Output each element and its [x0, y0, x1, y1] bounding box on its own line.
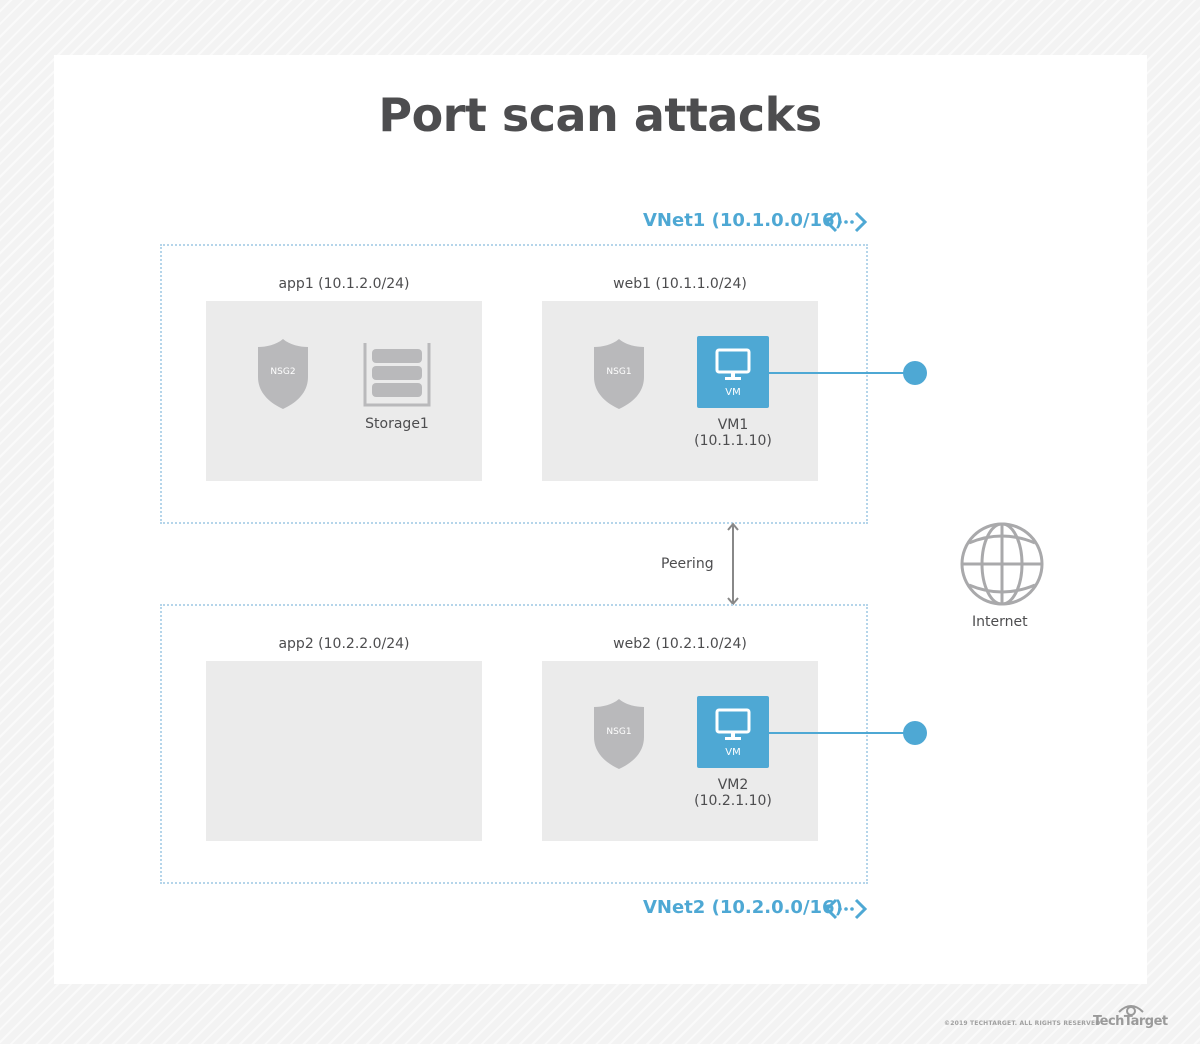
vm2-connection-line — [769, 732, 909, 734]
peering-label: Peering — [661, 556, 714, 572]
storage-icon — [363, 343, 431, 407]
vm2-ip: (10.2.1.10) — [694, 793, 772, 809]
storage-label: Storage1 — [365, 416, 429, 432]
nsg-label: NSG2 — [270, 367, 296, 377]
vnet2-label: VNet2 (10.2.0.0/16) — [643, 897, 843, 918]
techtarget-eye-icon — [1118, 1005, 1144, 1016]
nsg-shield-icon — [258, 339, 308, 409]
vm1-public-endpoint[interactable] — [903, 361, 927, 385]
subnet-app1-label: app1 (10.1.2.0/24) — [278, 276, 410, 292]
vnet2-boundary — [160, 604, 868, 884]
vnet-arrows-icon — [824, 211, 868, 233]
vnet1-label: VNet1 (10.1.0.0/16) — [643, 210, 843, 231]
nsg-label: NSG1 — [606, 367, 632, 377]
vm2-node[interactable]: VM — [697, 696, 769, 768]
vm1-label: VM1 (10.1.1.10) — [673, 417, 793, 449]
subnet-web2-label: web2 (10.2.1.0/24) — [613, 636, 747, 652]
subnet-web1-label: web1 (10.1.1.0/24) — [613, 276, 747, 292]
techtarget-logo: TechTarget — [1093, 1014, 1168, 1029]
globe-icon — [960, 522, 1044, 606]
vm2-label: VM2 (10.2.1.10) — [673, 777, 793, 809]
vm2-public-endpoint[interactable] — [903, 721, 927, 745]
diagram-title: Port scan attacks — [378, 88, 822, 142]
monitor-icon — [715, 348, 751, 380]
vm1-node[interactable]: VM — [697, 336, 769, 408]
vm1-name: VM1 — [717, 417, 749, 433]
peering-arrow-icon — [727, 522, 739, 606]
vm-badge: VM — [725, 387, 741, 398]
vm-badge: VM — [725, 747, 741, 758]
subnet-app1: NSG2 Storage1 — [206, 301, 482, 481]
nsg-shield-icon — [594, 339, 644, 409]
vm1-connection-line — [769, 372, 909, 374]
vm2-name: VM2 — [717, 777, 749, 793]
subnet-app2-label: app2 (10.2.2.0/24) — [278, 636, 410, 652]
monitor-icon — [715, 708, 751, 740]
nsg-label: NSG1 — [606, 727, 632, 737]
subnet-web2: NSG1 VM VM2 (10.2.1.10) — [542, 661, 818, 841]
copyright-text: ©2019 TECHTARGET. ALL RIGHTS RESERVED — [944, 1020, 1101, 1027]
nsg-shield-icon — [594, 699, 644, 769]
subnet-web1: NSG1 VM VM1 (10.1.1.10) — [542, 301, 818, 481]
vnet1-boundary — [160, 244, 868, 524]
vm1-ip: (10.1.1.10) — [694, 433, 772, 449]
subnet-app2 — [206, 661, 482, 841]
vnet-arrows-icon — [824, 898, 868, 920]
internet-label: Internet — [972, 614, 1028, 630]
